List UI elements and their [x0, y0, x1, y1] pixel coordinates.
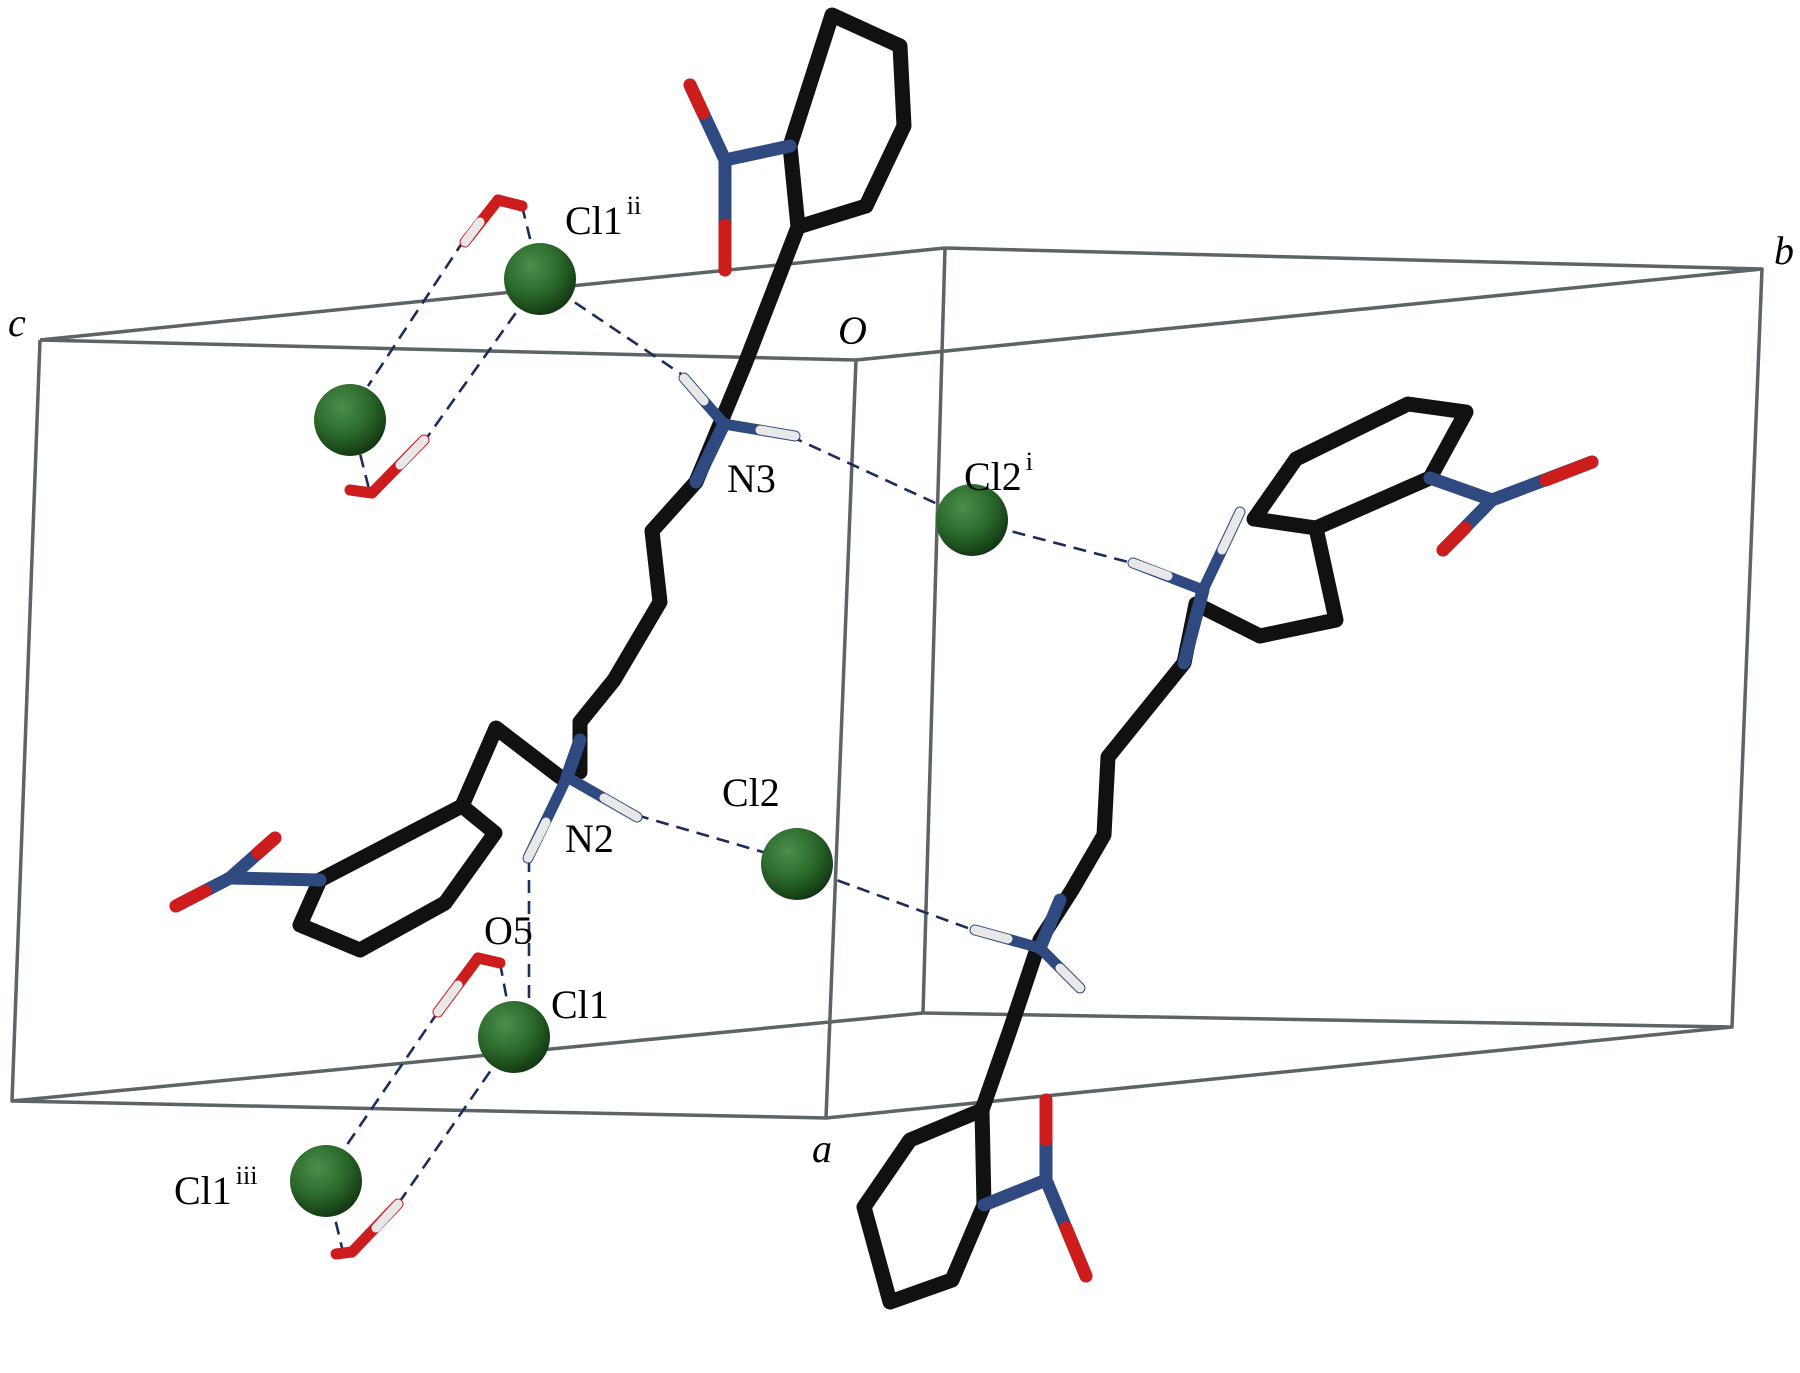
axis-label-a: a [812, 1126, 832, 1171]
atom-label-cl1: Cl1 [551, 982, 609, 1027]
hydrogen-bond [498, 962, 516, 1038]
n-c-bond [689, 417, 731, 489]
n-c-bond [1177, 583, 1210, 670]
atom-label-n3: N3 [727, 456, 776, 501]
nitro-oxygen-bond [169, 884, 212, 913]
nitro-bond [718, 139, 797, 167]
nitro-oxygen-bond [1539, 455, 1599, 487]
chloride-ion-cl1-ii-partner [314, 384, 386, 456]
axis-label-b: b [1774, 228, 1794, 273]
axis-label-c: c [8, 300, 26, 345]
n-c-bond [560, 733, 587, 784]
water-oh-bond [395, 435, 429, 470]
cation-molecule-b [856, 396, 1599, 1310]
n-c-bond [1033, 893, 1067, 955]
unit-cell-edge [825, 1025, 1733, 1120]
nitro-bond [1423, 471, 1499, 507]
unit-cell-edge [39, 246, 946, 342]
hydrogen-bond [366, 239, 466, 387]
axis-labels: c b a O [8, 228, 1794, 1171]
nitro-oxygen-bond [251, 831, 282, 860]
n-h-bond [679, 373, 709, 406]
phenyl-ring [292, 798, 503, 958]
hydrogen-bond [789, 434, 971, 521]
chloride-ions [290, 243, 1008, 1217]
nitro-oxygen-bond [1436, 521, 1472, 557]
phenyl-ring [1246, 396, 1474, 536]
n-h-bond [1128, 558, 1173, 581]
unit-cell-edge [11, 1011, 924, 1103]
n-h-bond [1217, 507, 1245, 555]
hydrogen-bond [394, 1036, 516, 1208]
chloride-ion-cl2-i [936, 484, 1008, 556]
atom-label-o5: O5 [484, 908, 533, 953]
nitro-bond [223, 871, 327, 887]
hydrogen-bond [635, 813, 798, 864]
carbon-chain [974, 932, 1048, 1118]
n-h-bond [755, 425, 800, 441]
n-h-bond [1055, 963, 1085, 993]
nitro-bond [977, 1173, 1053, 1212]
axis-label-origin: O [838, 308, 867, 353]
n-h-bond [523, 817, 551, 863]
nitro-oxygen-bond [1059, 1221, 1093, 1283]
unit-cell [10, 246, 1764, 1120]
water-oh-bond [460, 217, 485, 247]
water-molecules [330, 194, 528, 1260]
hydrogen-bond [340, 1011, 440, 1153]
chloride-ion-cl1-iii [290, 1145, 362, 1217]
unit-cell-edge [855, 267, 1763, 362]
hydrogen-bond [520, 205, 542, 280]
chloride-ion-cl2 [761, 828, 833, 900]
hydrogen-bonds [324, 205, 1133, 1253]
n-h-bond [970, 925, 1013, 944]
chloride-ion-cl1 [478, 1001, 550, 1073]
phenyl-ring [782, 7, 912, 235]
n-h-bond [599, 793, 642, 822]
atom-label-n2: N2 [565, 816, 614, 861]
carbon-chain [572, 219, 806, 780]
carbon-chain [454, 720, 568, 814]
cation-molecule-a [169, 7, 912, 958]
water-oh-bond [433, 980, 463, 1017]
phenyl-ring [856, 1102, 992, 1310]
nitro-oxygen-bond [683, 78, 710, 120]
atom-label-cl2: Cl2 [722, 770, 780, 815]
hydrogen-bond [348, 413, 372, 494]
chloride-ion-cl1-ii [504, 243, 576, 315]
water-oh-bond [371, 1199, 403, 1233]
